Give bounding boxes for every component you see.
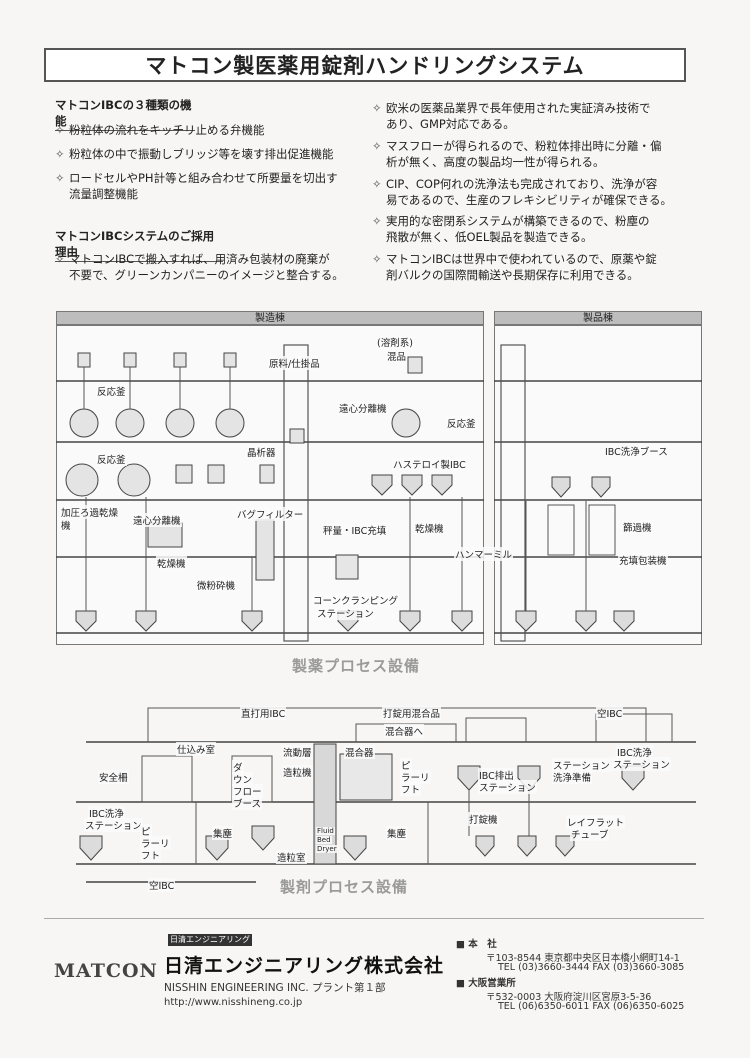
hq-label: ■ 本 社	[456, 939, 497, 950]
empty-ibc-bottom-label: 空IBC	[148, 878, 176, 892]
company-url[interactable]: http://www.nisshineng.co.jp	[164, 997, 303, 1008]
tablet-mix-label: 打錠用混合品	[382, 706, 442, 720]
wash-prep-label-2: 洗浄準備	[552, 770, 593, 784]
company-name-jp: 日清エンジニアリング株式会社	[164, 955, 445, 977]
wash-prep-label: ステーション	[552, 758, 611, 772]
fluid-bed-dryer-label: Fluid	[316, 827, 335, 835]
reactor-label: 反応釜	[96, 384, 127, 398]
dust-collector-label: 集塵	[212, 826, 234, 840]
osaka-address: 〒532-0003 大阪府淀川区宮原3-5-36	[486, 992, 652, 1003]
list-item: ✧CIP、COP何れの洗浄法も完成されており、洗浄が容易であるので、生産のフレキ…	[372, 177, 673, 207]
downflow-booth-label-3: フロー	[232, 784, 263, 798]
functions-heading: マトコンIBCの３種類の機能	[55, 97, 195, 131]
empty-ibc-label: 空IBC	[596, 706, 624, 720]
hq-phone: TEL (03)3660-3444 FAX (03)3660-3085	[498, 962, 685, 973]
list-item: ✧マトコンIBCは世界中で使われているので、原薬や錠剤バルクの国際間輸送や長期保…	[372, 252, 657, 282]
building-a-header: 製造棟	[56, 311, 484, 325]
list-item: ✧マスフローが得られるので、粉粒体排出時に分離・偏析が無く、高度の製品均一性が得…	[372, 139, 662, 169]
tablet-press-label: 打錠機	[468, 812, 499, 826]
bag-filter-label: バグフィルター	[236, 507, 305, 521]
matcon-logo: MATCON	[54, 960, 158, 982]
reactor-label: 反応釜	[96, 452, 127, 466]
downflow-booth-label-4: ブース	[232, 796, 263, 810]
dryer-label: 乾燥機	[414, 521, 445, 535]
pharma-process-caption: 製薬プロセス設備	[292, 657, 421, 675]
hq-address: 〒103-8544 東京都中央区日本橋小網町14-1	[486, 953, 680, 964]
list-item: ✧ロードセルやPH計等と組み合わせて所要量を切出す流量調整機能	[55, 171, 338, 201]
ibc-wash-label-2: ステーション	[84, 818, 143, 832]
company-name-en: NISSHIN ENGINEERING INC. プラント第１部	[164, 982, 386, 994]
osaka-label: ■ 大阪営業所	[456, 978, 516, 989]
ibc-wash-label: IBC洗浄	[88, 806, 125, 820]
fluid-bed-dryer-label-2: Bed	[316, 836, 332, 844]
ibc-wash-station-label: IBC洗浄	[616, 745, 653, 759]
to-mixer-label: 混合器へ	[384, 724, 425, 738]
pillar-lift-label-3: フト	[400, 782, 422, 796]
hastelloy-ibc-label: ハステロイ製IBC	[392, 457, 467, 471]
building-b-header: 製品棟	[494, 311, 702, 325]
safety-fence-label: 安全柵	[98, 770, 129, 784]
solvent-label: (溶剤系)	[376, 335, 414, 349]
centrifuge-label: 遠心分離機	[338, 401, 388, 415]
pillar-lift-label-2: ラーリ	[400, 770, 431, 784]
dryer-label: 乾燥機	[156, 556, 187, 570]
packing-label: 充填包装機	[618, 553, 668, 567]
list-item: ✧粉粒体の中で振動しブリッジ等を壊す排出促進機能	[55, 147, 334, 161]
prep-room-label: 仕込み室	[176, 742, 217, 756]
ibc-wash-station-label-2: ステーション	[612, 757, 671, 771]
pressure-filter-label-2: 機	[60, 518, 72, 532]
pillar-lift-label: ピ	[400, 758, 412, 772]
formulation-process-caption: 製剤プロセス設備	[280, 878, 409, 896]
granulation-room-label: 造粒室	[276, 850, 307, 864]
layflat-label-2: チューブ	[570, 827, 610, 841]
pillar-lift-left-label-3: フト	[140, 848, 162, 862]
mixer-label: 混合器	[344, 745, 375, 759]
list-item: ✧粉粒体の流れをキッチリ止める弁機能	[55, 123, 265, 137]
downflow-booth-label-2: ウン	[232, 772, 254, 786]
direct-ibc-label: 直打用IBC	[240, 706, 287, 720]
hammer-mill-label: ハンマーミル	[454, 547, 514, 561]
fine-mill-label: 微粉砕機	[196, 578, 237, 592]
pillar-lift-left-label: ピ	[140, 824, 152, 838]
reactor-label: 反応釜	[446, 416, 477, 430]
reasons-heading: マトコンIBCシステムのご採用理由	[55, 228, 223, 262]
footer-divider	[44, 918, 704, 919]
list-item: ✧マトコンIBCで搬入すれば、用済み包装材の廃棄が不要で、グリーンカンパニーのイ…	[55, 252, 344, 282]
mixed-label: 混品	[386, 349, 408, 363]
formulation-process-drawing	[76, 707, 696, 883]
fluid-bed-label: 流動層	[282, 745, 313, 759]
granulator-label: 造粒機	[282, 765, 313, 779]
downflow-booth-label: ダ	[232, 760, 244, 774]
page-title: マトコン製医薬用錠剤ハンドリングシステム	[44, 48, 686, 82]
osaka-phone: TEL (06)6350-6011 FAX (06)6350-6025	[498, 1001, 685, 1012]
ibc-discharge-label: IBC排出	[478, 768, 515, 782]
crystallizer-label: 晶析器	[246, 445, 277, 459]
pharma-process-drawing	[56, 344, 702, 642]
company-tag: 日清エンジニアリング	[168, 934, 252, 946]
ibc-discharge-label-2: ステーション	[478, 780, 537, 794]
weigh-fill-label: 秤量・IBC充填	[322, 523, 388, 537]
fluid-bed-dryer-label-3: Dryer	[316, 845, 338, 853]
pillar-lift-left-label-2: ラーリ	[140, 836, 171, 850]
dust-collector-label: 集塵	[386, 826, 408, 840]
centrifuge-label: 遠心分離機	[132, 513, 182, 527]
pressure-filter-label: 加圧ろ過乾燥	[60, 505, 120, 519]
layflat-label: レイフラット	[566, 815, 626, 829]
ibc-booth-label: IBC洗浄ブース	[604, 444, 669, 458]
list-item: ✧実用的な密閉系システムが構築できるので、粉塵の飛散が無く、低OEL製品を製造で…	[372, 214, 650, 244]
list-item: ✧欧米の医薬品業界で長年使用された実証済み技術であり、GMP対応である。	[372, 101, 651, 131]
sieve-label: 篩過機	[622, 520, 653, 534]
raw-material-label: 原料/仕掛品	[268, 356, 321, 370]
cone-station-label-2: ステーション	[316, 606, 375, 620]
cone-station-label: コーンクランピング	[312, 593, 400, 607]
